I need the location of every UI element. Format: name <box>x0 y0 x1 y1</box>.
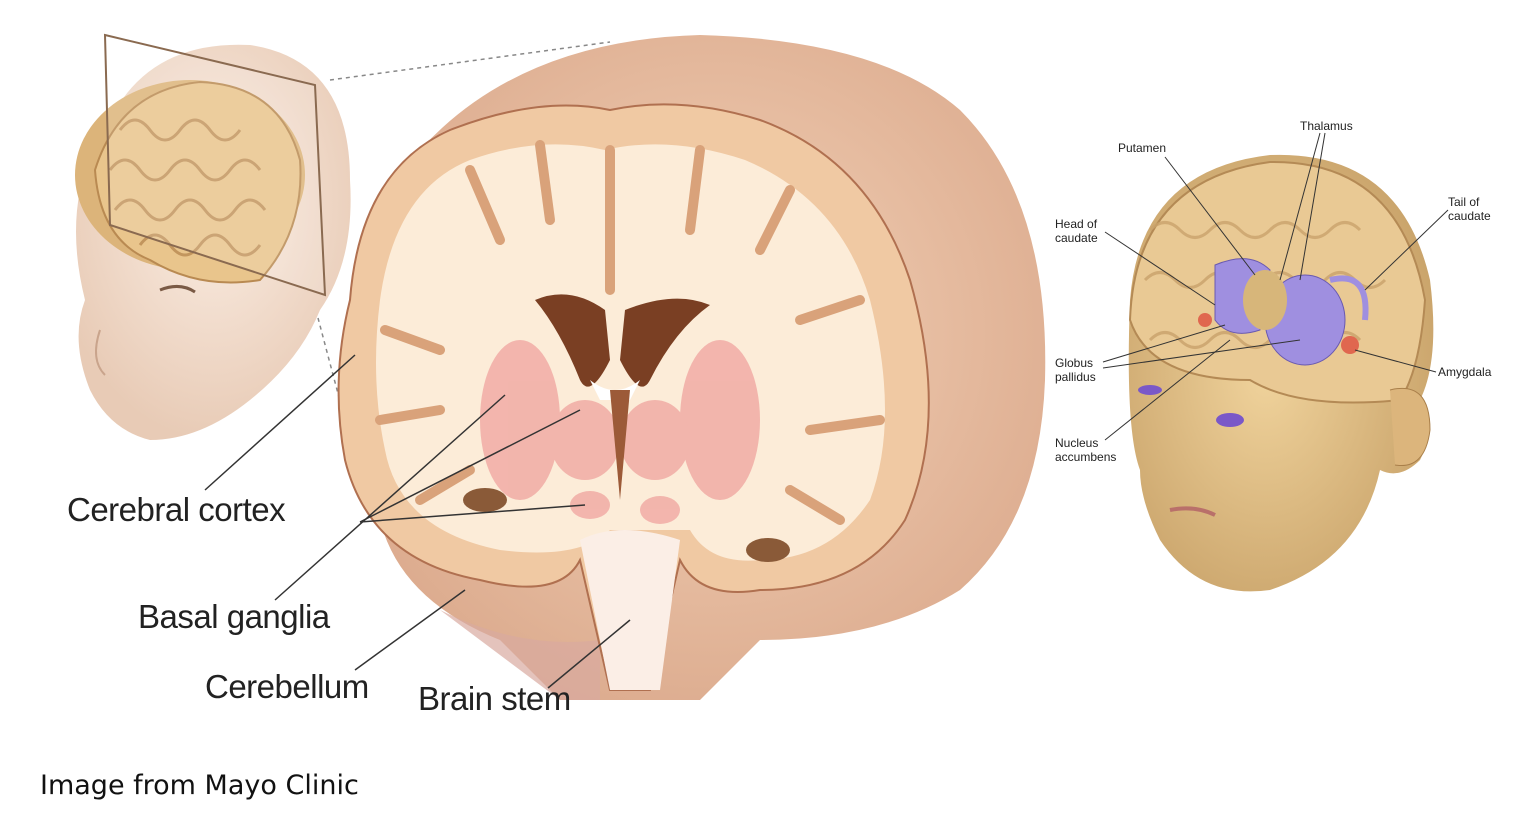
image-caption: Image from Mayo Clinic <box>40 770 359 801</box>
label-cerebral-cortex: Cerebral cortex <box>67 491 286 528</box>
label-basal-ganglia: Basal ganglia <box>138 598 330 635</box>
label-line: Nucleus <box>1055 436 1099 450</box>
label-line: accumbens <box>1055 450 1117 464</box>
head-with-brain <box>75 33 611 441</box>
label-line: caudate <box>1448 209 1491 223</box>
label-line: Head of <box>1055 217 1098 231</box>
label-line: Tail of <box>1448 195 1480 209</box>
label-thalamus: Thalamus <box>1300 119 1353 133</box>
label-amygdala: Amygdala <box>1438 365 1492 379</box>
right-leader-lines <box>1102 132 1449 441</box>
label-putamen: Putamen <box>1118 141 1167 155</box>
head-with-basal-ganglia <box>1128 154 1434 592</box>
coronal-brain-section <box>337 35 1046 700</box>
label-cerebellum: Cerebellum <box>205 668 369 705</box>
label-nucleus-accumbens: Nucleus accumbens <box>1055 436 1116 464</box>
left-leader-lines <box>204 354 631 689</box>
label-brain-stem: Brain stem <box>418 680 571 717</box>
label-tail-of-caudate: Tail of caudate <box>1448 195 1491 223</box>
label-line: pallidus <box>1055 370 1096 384</box>
label-line: Globus <box>1055 356 1094 370</box>
label-globus-pallidus: Globus pallidus <box>1055 356 1096 384</box>
label-line: caudate <box>1055 231 1098 245</box>
label-head-of-caudate: Head of caudate <box>1055 217 1098 245</box>
